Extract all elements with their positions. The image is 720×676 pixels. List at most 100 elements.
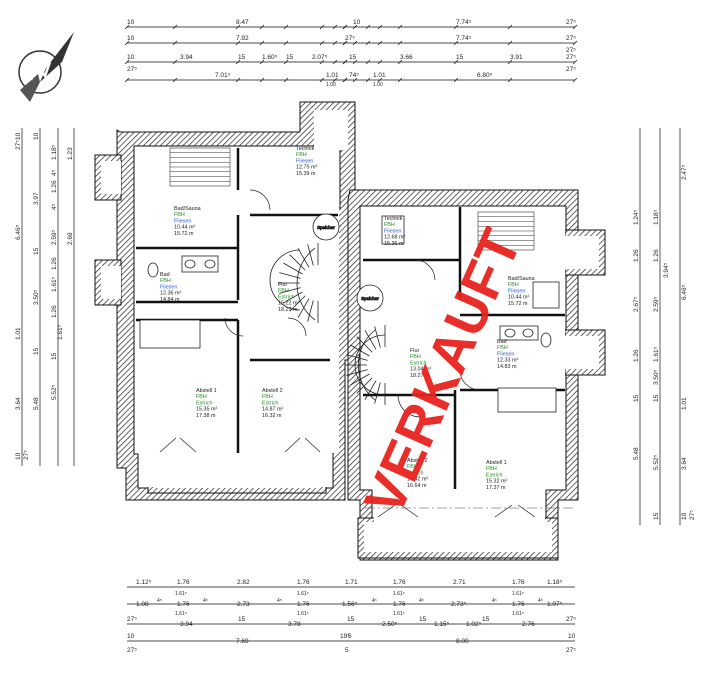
svg-text:4⁵: 4⁵ xyxy=(51,169,58,176)
dim-label: 1.76 xyxy=(512,601,525,608)
dim-tick xyxy=(397,77,403,83)
svg-text:15: 15 xyxy=(33,247,40,255)
svg-text:1.01: 1.01 xyxy=(681,397,688,410)
svg-text:5.48: 5.48 xyxy=(33,397,40,410)
room-flur-east-line: Estrich xyxy=(410,360,426,366)
room-abstell1-east-line: 15.32 m² xyxy=(486,479,507,485)
dim-label: 10 xyxy=(127,54,135,61)
dim-label: 1.61⁵ xyxy=(393,611,405,617)
room-abstell2-west-line: 14.87 m² xyxy=(262,407,283,413)
svg-text:6.46⁵: 6.46⁵ xyxy=(15,224,22,240)
svg-text:1.26: 1.26 xyxy=(633,349,640,362)
room-abstell1-east-line: FBH xyxy=(486,466,497,472)
room-abstell1-west-line: FBH xyxy=(196,394,207,400)
svg-text:2.69: 2.69 xyxy=(67,232,74,245)
room-bad-sauna-west-line: 10.44 m² xyxy=(174,225,195,231)
stair-tread xyxy=(346,354,368,361)
dim-label: 15 xyxy=(286,54,294,61)
dim-tick xyxy=(352,59,358,65)
dim-tick xyxy=(259,59,265,65)
dim-label: 1.00 xyxy=(373,82,383,88)
room-abstell2-west-line: Abstell 2 xyxy=(262,388,283,394)
dims-top xyxy=(124,24,578,83)
svg-text:4⁵: 4⁵ xyxy=(51,203,58,210)
dim-label: 27⁵ xyxy=(566,54,576,61)
dim-tick xyxy=(453,24,459,30)
dim-tick xyxy=(342,59,348,65)
dim-label: 2.50⁵ xyxy=(382,621,398,628)
dim-label: 15 xyxy=(456,54,464,61)
svg-text:15: 15 xyxy=(653,512,660,520)
dim-tick xyxy=(352,77,358,83)
dim-label: 15 xyxy=(482,616,490,623)
dims-left xyxy=(21,128,75,466)
dim-label: 3.94 xyxy=(180,54,193,61)
svg-text:1.18⁵: 1.18⁵ xyxy=(51,144,58,160)
stair-tread xyxy=(350,373,370,386)
staircase-east xyxy=(345,325,386,405)
svg-text:10: 10 xyxy=(15,452,22,460)
dim-label: 27⁵ xyxy=(566,35,576,42)
dim-tick xyxy=(172,59,178,65)
svg-text:1.23: 1.23 xyxy=(67,147,74,160)
dim-label: 1.56⁵ xyxy=(342,601,358,608)
dim-label: 7.01⁵ xyxy=(215,72,231,79)
dim-label: 27⁵ xyxy=(566,616,576,623)
dim-tick xyxy=(507,40,513,46)
dim-tick xyxy=(124,40,130,46)
dim-tick xyxy=(172,40,178,46)
dim-label: 1.61⁵ xyxy=(393,591,405,597)
dim-label: 4⁵ xyxy=(419,598,424,604)
svg-text:1.26: 1.26 xyxy=(633,249,640,262)
dim-tick xyxy=(124,77,130,83)
svg-text:27⁵: 27⁵ xyxy=(23,450,30,460)
dim-label: 1.76 xyxy=(393,579,406,586)
staircase-west xyxy=(269,243,319,323)
dim-label: 5 xyxy=(345,647,349,654)
room-bad-sauna-east-line: FBH xyxy=(508,282,519,288)
svg-text:15: 15 xyxy=(51,352,58,360)
stair-tread xyxy=(346,369,368,376)
dim-label: 1.61⁵ xyxy=(512,611,524,617)
svg-text:Speicher: Speicher xyxy=(317,225,335,230)
dim-tick xyxy=(259,40,265,46)
dim-tick xyxy=(453,77,459,83)
dim-tick xyxy=(319,77,325,83)
room-bad-west-line: Bad xyxy=(160,272,170,278)
room-bad-sauna-west-line: Bad/Sauna xyxy=(174,206,201,212)
dim-label: 19⁵ xyxy=(340,633,350,640)
stair-tread xyxy=(283,262,303,275)
dim-label: 27⁵ xyxy=(127,616,137,623)
svg-text:1.24⁵: 1.24⁵ xyxy=(633,209,640,225)
dim-label: 8.47 xyxy=(236,19,249,26)
dim-label: 3.66 xyxy=(400,54,413,61)
dims-bottom-labels: 1.12⁵ 1.76 2.82 1.76 1.71 1.76 2.71 1.76… xyxy=(127,579,576,654)
room-bad-sauna-east-line: 10.44 m² xyxy=(508,295,529,301)
dim-label: 27⁵ xyxy=(566,19,576,26)
dim-tick xyxy=(572,24,578,30)
stair-tread xyxy=(350,344,370,357)
room-bad-sauna-east-line: Fliesen xyxy=(508,288,525,294)
stair-tread xyxy=(374,326,381,348)
dim-tick xyxy=(332,40,338,46)
dim-label: 1.61⁵ xyxy=(175,591,187,597)
dim-label: 1.01 xyxy=(326,72,339,79)
dim-label: 4⁵ xyxy=(277,598,282,604)
room-technik-east-line: FBH xyxy=(384,222,395,228)
dim-label: 2.82 xyxy=(237,579,250,586)
dim-label: 1.76 xyxy=(393,601,406,608)
room-bad-east-line: Bad xyxy=(497,339,507,345)
dim-tick xyxy=(397,24,403,30)
svg-text:2.59⁵: 2.59⁵ xyxy=(653,296,660,312)
dim-label: 27⁵ xyxy=(566,66,576,73)
dim-label: 2.07⁵ xyxy=(312,54,328,61)
stair-tread xyxy=(356,377,373,394)
dim-tick xyxy=(235,77,241,83)
dim-tick xyxy=(259,77,265,83)
interior xyxy=(101,110,599,552)
svg-text:27⁵: 27⁵ xyxy=(689,510,696,520)
dim-label: 1.02⁵ xyxy=(466,621,482,628)
svg-text:3.64: 3.64 xyxy=(681,457,688,470)
dim-tick xyxy=(397,40,403,46)
svg-text:1.26: 1.26 xyxy=(51,305,58,318)
